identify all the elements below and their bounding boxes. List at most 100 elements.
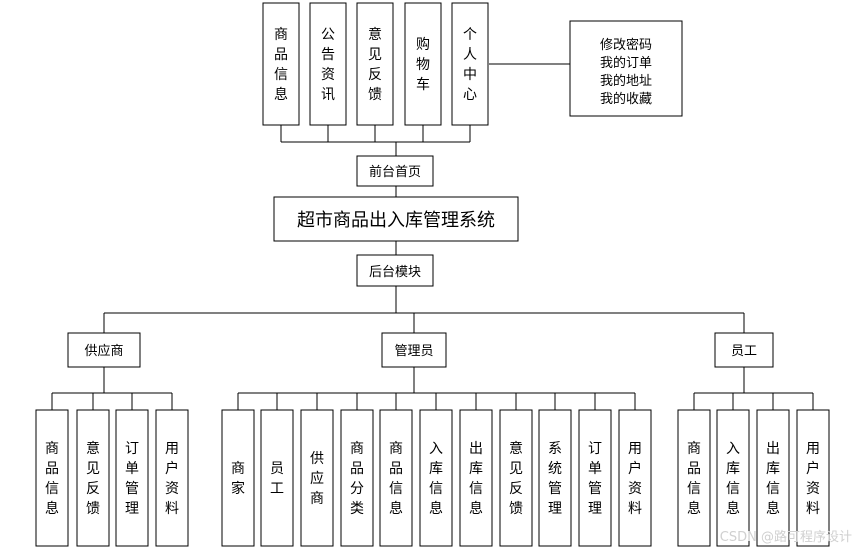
role-item-label-char: 资 bbox=[165, 481, 179, 497]
role-item-label-char: 息 bbox=[45, 500, 59, 517]
root-box bbox=[273, 196, 519, 242]
role-item-box bbox=[677, 409, 711, 547]
role-item-label-char: 统 bbox=[548, 461, 562, 477]
role-item-label-char: 意 bbox=[509, 440, 523, 457]
role-item-box bbox=[115, 409, 149, 547]
role-item-label-char: 库 bbox=[766, 461, 780, 477]
role-item-label-char: 品 bbox=[350, 461, 364, 477]
role-item-label-char: 供 bbox=[310, 451, 324, 467]
role-item-label-char: 品 bbox=[389, 461, 403, 477]
role-item-label-char: 品 bbox=[45, 461, 59, 477]
front-home-label: 前台首页 bbox=[369, 164, 421, 180]
front-item-label-char: 信 bbox=[274, 67, 288, 83]
role-item-label-char: 理 bbox=[125, 501, 139, 517]
front-home-box bbox=[356, 155, 434, 187]
front-item-label-char: 息 bbox=[274, 86, 288, 103]
role-1: 管理员商家员工供应商商品分类商品信息入库信息出库信息意见反馈系统管理订单管理用户… bbox=[221, 313, 652, 547]
role-item-label-char: 料 bbox=[165, 501, 179, 517]
role-item-label-char: 订 bbox=[588, 441, 602, 457]
role-item-label-char: 用 bbox=[628, 441, 642, 457]
role-item-label-char: 料 bbox=[806, 501, 820, 517]
role-item-box bbox=[419, 409, 453, 547]
front-item-label-char: 反 bbox=[368, 67, 382, 83]
role-item-label-char: 意 bbox=[86, 440, 100, 457]
watermark: CSDN @路可程序设计 bbox=[719, 530, 852, 545]
front-item-label-char: 告 bbox=[321, 47, 335, 63]
role-item-label-char: 管 bbox=[588, 481, 602, 497]
role-item-box bbox=[459, 409, 493, 547]
back-role-group: 供应商商品信息意见反馈订单管理用户资料管理员商家员工供应商商品分类商品信息入库信… bbox=[35, 312, 830, 547]
role-item-label-char: 商 bbox=[389, 441, 403, 457]
role-item-box bbox=[618, 409, 652, 547]
role-item-label-char: 信 bbox=[687, 481, 701, 497]
role-item-label-char: 户 bbox=[165, 460, 179, 477]
role-item-label-char: 入 bbox=[429, 441, 443, 457]
role-item-label-char: 品 bbox=[687, 461, 701, 477]
role-item-box bbox=[756, 409, 790, 547]
role-item-box bbox=[300, 409, 334, 547]
role-item-label-char: 出 bbox=[469, 441, 483, 457]
front-item-label-char: 公 bbox=[321, 27, 335, 43]
front-item-box bbox=[262, 2, 300, 126]
front-item-label-char: 品 bbox=[274, 47, 288, 63]
role-box bbox=[381, 332, 447, 368]
role-item: 员工 bbox=[260, 393, 294, 547]
role-box bbox=[67, 332, 141, 368]
role-item-label: 供应商 bbox=[310, 451, 324, 507]
role-item-label-char: 反 bbox=[509, 481, 523, 497]
role-item-label-char: 见 bbox=[86, 461, 100, 477]
front-item-label-char: 资 bbox=[321, 67, 335, 83]
front-item-box bbox=[356, 2, 394, 126]
personal-center-submenu-item: 我的订单 bbox=[600, 55, 652, 71]
front-item-label-char: 个 bbox=[463, 27, 477, 43]
personal-center-submenu-box bbox=[569, 20, 683, 117]
role-item-label-char: 信 bbox=[45, 481, 59, 497]
front-item-label-char: 购 bbox=[416, 37, 430, 53]
role-item-label-char: 息 bbox=[389, 500, 403, 517]
role-item-label-char: 订 bbox=[125, 441, 139, 457]
role-label: 员工 bbox=[731, 344, 757, 359]
role-item-label-char: 管 bbox=[548, 481, 562, 497]
role-item-label-char: 库 bbox=[469, 461, 483, 477]
role-item-box bbox=[340, 409, 374, 547]
role-item-label-char: 户 bbox=[628, 460, 642, 477]
role-item-box bbox=[155, 409, 189, 547]
role-item-label-char: 信 bbox=[389, 481, 403, 497]
role-item-box bbox=[379, 409, 413, 547]
role-item-label-char: 息 bbox=[469, 500, 483, 517]
role-item-label-char: 库 bbox=[726, 461, 740, 477]
role-item-label-char: 反 bbox=[86, 481, 100, 497]
role-item-box bbox=[260, 409, 294, 547]
role-item-label-char: 信 bbox=[429, 481, 443, 497]
role-item-label-char: 单 bbox=[125, 461, 139, 477]
role-item-box bbox=[538, 409, 572, 547]
role-item-label-char: 息 bbox=[429, 500, 443, 517]
root-title: 超市商品出入库管理系统 bbox=[297, 210, 495, 231]
role-item-label-char: 单 bbox=[588, 461, 602, 477]
